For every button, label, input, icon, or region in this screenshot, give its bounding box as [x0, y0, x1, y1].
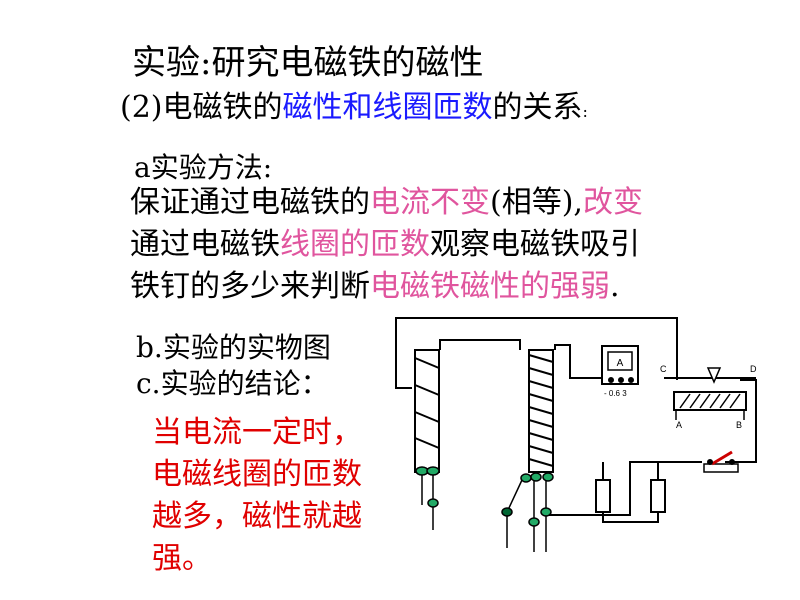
wire [548, 461, 702, 516]
ammeter-label: A [617, 358, 624, 369]
page-title: 实验:研究电磁铁的磁性 [132, 43, 484, 83]
conclusion-line-4: 强。 [152, 541, 212, 576]
method-highlight: 电磁铁磁性的强弱 [370, 269, 610, 304]
battery-right [650, 479, 666, 513]
coil-left [414, 349, 440, 473]
wire [602, 512, 659, 523]
method-line-1: 保证通过电磁铁的电流不变(相等),改变 [130, 182, 643, 224]
method-highlight: 线圈的匝数 [280, 227, 430, 262]
label-c: C [660, 364, 667, 374]
label-a: A [676, 420, 682, 430]
subtitle-suffix: 的关系 [492, 90, 583, 125]
subtitle-prefix: (2)电磁铁的 [120, 90, 283, 125]
rheostat: C D A B [660, 364, 757, 430]
coil-right [528, 349, 554, 473]
method-text: 通过电磁铁 [130, 227, 280, 262]
ammeter: A - 0.6 3 [601, 345, 639, 398]
diagram-heading: b.实验的实物图 [136, 330, 331, 366]
wire [554, 344, 610, 379]
wire [439, 339, 521, 350]
method-highlight: 电流不变 [370, 185, 490, 220]
method-text: (相等), [490, 185, 583, 220]
subtitle: (2)电磁铁的磁性和线圈匝数的关系: [120, 88, 588, 132]
meter-scale: - 0.6 3 [604, 389, 627, 398]
method-text: 铁钉的多少来判断 [130, 269, 370, 304]
method-text: . [610, 269, 620, 304]
nails-left [415, 466, 440, 530]
nails-right [501, 472, 554, 552]
battery-left [595, 479, 611, 513]
switch [703, 450, 739, 473]
method-text: 保证通过电磁铁的 [130, 185, 370, 220]
method-heading: a实验方法: [134, 151, 273, 184]
method-line-2: 通过电磁铁线圈的匝数观察电磁铁吸引 [130, 224, 640, 266]
conclusion-line-2: 电磁线圈的匝数 [152, 457, 362, 492]
subtitle-highlight: 磁性和线圈匝数 [282, 90, 493, 125]
conclusion-line-1: 当电流一定时， [152, 415, 362, 450]
conclusion-line-3: 越多，磁性就越 [152, 499, 362, 534]
label-b: B [736, 420, 742, 430]
subtitle-colon: : [582, 102, 588, 121]
method-line-3: 铁钉的多少来判断电磁铁磁性的强弱. [130, 266, 620, 308]
label-d: D [750, 364, 757, 374]
method-highlight: 改变 [582, 185, 643, 220]
wire [395, 317, 678, 389]
conclusion-heading: c.实验的结论： [136, 367, 329, 400]
wire [725, 379, 757, 463]
method-text: 观察电磁铁吸引 [430, 227, 640, 262]
